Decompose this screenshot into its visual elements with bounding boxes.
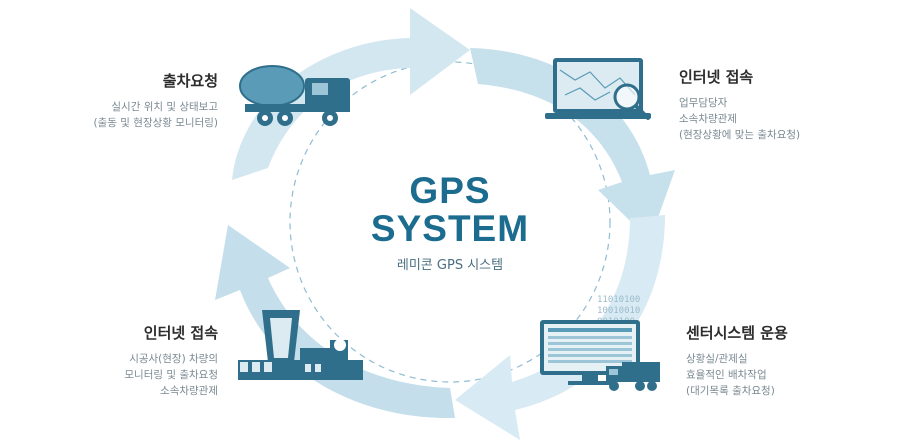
block-line: 상황실/관제실 (686, 353, 748, 365)
block-bottom-left: 인터넷 접속 시공사(현장) 차량의 모니터링 및 출차요청 소속차량관제 (0, 322, 218, 399)
arrow-top (232, 8, 470, 180)
title-system: SYSTEM (370, 208, 530, 249)
block-title: 인터넷 접속 (679, 68, 754, 86)
title-gps: GPS (409, 170, 491, 211)
block-line: 모니터링 및 출차요청 (124, 369, 218, 381)
block-line: 효율적인 배차작업 (686, 369, 767, 381)
block-line: 업무담당자 (679, 97, 728, 109)
block-line: 실시간 위치 및 상태보고 (111, 101, 218, 113)
block-line: 시공사(현장) 차량의 (129, 353, 218, 365)
binary-line: 11010100 (597, 295, 640, 305)
concrete-truck-icon (239, 65, 350, 126)
arrow-bottom (455, 215, 665, 440)
center-title: GPS SYSTEM 레미콘 GPS 시스템 (300, 170, 600, 274)
block-line: (현장상황에 맞는 출차요청) (679, 129, 801, 141)
arrow-right (470, 48, 675, 240)
block-line: (대기목록 출차요청) (686, 385, 775, 397)
plant-factory-icon (238, 310, 363, 380)
block-title: 출차요청 (162, 72, 218, 90)
laptop-map-icon (545, 58, 651, 120)
arrow-left (215, 225, 455, 419)
block-bottom-right: 센터시스템 운용 상황실/관제실 효율적인 배차작업 (대기목록 출차요청) (686, 322, 900, 399)
block-title: 센터시스템 운용 (686, 324, 788, 342)
block-line: 소속차량관제 (679, 113, 737, 125)
binary-line: 10010010 (597, 306, 640, 316)
block-top-left: 출차요청 실시간 위치 및 상태보고 (출동 및 현장상황 모니터링) (0, 70, 218, 131)
block-line: (출동 및 현장상황 모니터링) (93, 117, 218, 129)
block-line: 소속차량관제 (160, 385, 218, 397)
center-subtitle: 레미콘 GPS 시스템 (396, 258, 504, 273)
block-title: 인터넷 접속 (143, 324, 218, 342)
monitor-truck-icon (540, 320, 660, 391)
block-top-right: 인터넷 접속 업무담당자 소속차량관제 (현장상황에 맞는 출차요청) (679, 66, 900, 143)
